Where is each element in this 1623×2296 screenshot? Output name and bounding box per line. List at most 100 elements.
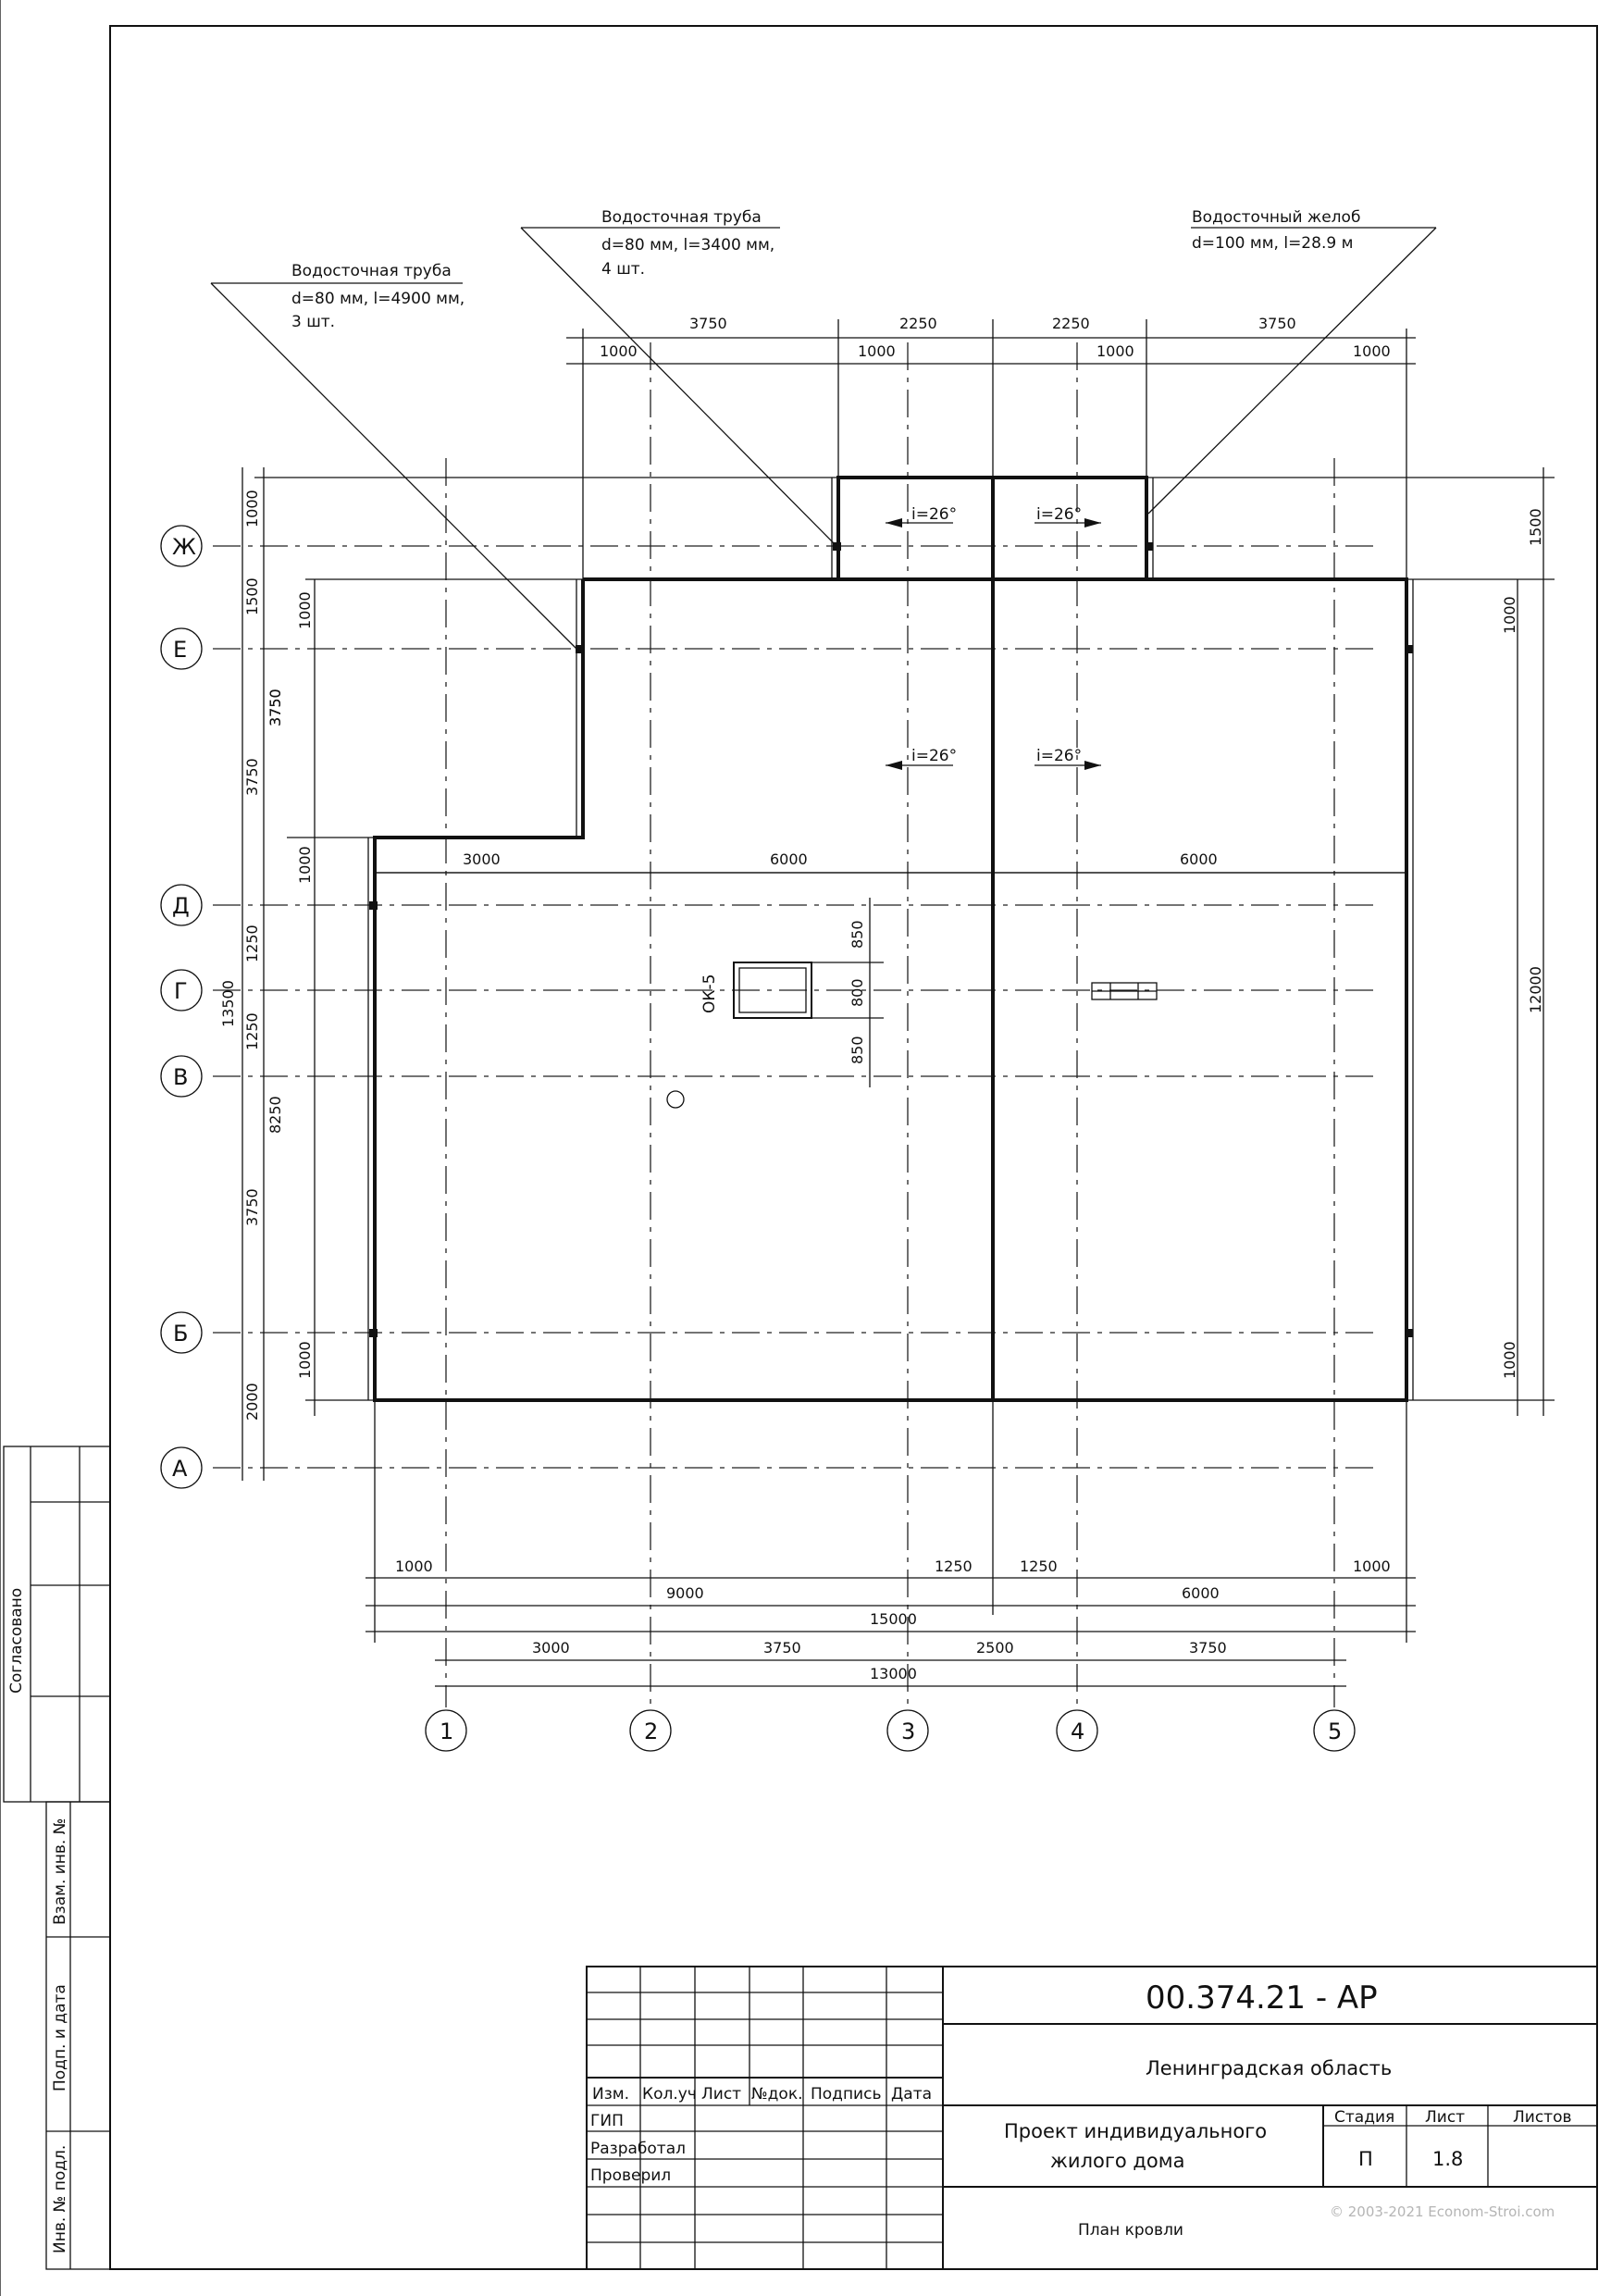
row-axis-zh: Ж: [172, 534, 196, 560]
slope-main-right: i=26°: [1036, 747, 1082, 765]
callout-leaders: [210, 227, 1437, 650]
tb-sheet: 1.8: [1432, 2148, 1463, 2170]
dim-top2-3: 1000: [1353, 342, 1391, 360]
tb-sheet-label: Лист: [1425, 2108, 1465, 2127]
slope-upper-left: i=26°: [911, 505, 957, 524]
dim-bottom1-1: 1250: [935, 1558, 973, 1575]
side-label-vzam: Взам. инв. №: [51, 1818, 69, 1925]
row-axis-g: Г: [174, 978, 188, 1004]
dim-bottom-axes-total: 13000: [870, 1665, 917, 1682]
tb-header-koluch: Кол.уч: [642, 2085, 697, 2104]
dim-right-0: 1500: [1527, 508, 1544, 546]
dim-top1-0: 3750: [689, 315, 727, 332]
dim-left-inner-3: 8250: [266, 1096, 284, 1134]
tb-project-line2: жилого дома: [1050, 2150, 1184, 2172]
slope-upper-right: i=26°: [1036, 505, 1082, 524]
row-axis-d: Д: [172, 893, 190, 919]
tb-header-podpis: Подпись: [811, 2085, 881, 2104]
side-label-soglasovano: Согласовано: [7, 1588, 26, 1694]
tb-sheets-label: Листов: [1513, 2108, 1572, 2127]
slope-arrows: [886, 518, 1101, 770]
dim-top2-1: 1000: [858, 342, 896, 360]
tb-header-izm: Изм.: [592, 2085, 629, 2104]
row-axis-b: Б: [173, 1321, 188, 1347]
dim-left-0: 1000: [243, 490, 261, 527]
dim-top2-0: 1000: [600, 342, 638, 360]
col-axis-4: 4: [1071, 1719, 1084, 1744]
dim-left-total: 13500: [219, 980, 237, 1027]
dim-top1-1: 2250: [899, 315, 937, 332]
dim-left-7: 2000: [243, 1383, 261, 1421]
note-gutter-line1: d=100 мм, l=28.9 м: [1192, 234, 1353, 253]
dim-left-1: 1500: [243, 577, 261, 615]
dim-right-3: 1000: [1501, 1341, 1518, 1379]
note-pipe-mid-line1: d=80 мм, l=3400 мм,: [601, 236, 774, 254]
dim-left-2: 3750: [243, 758, 261, 796]
dim-bottom2-0: 9000: [666, 1584, 704, 1602]
tb-stage: П: [1358, 2148, 1373, 2170]
grid-axes: [213, 342, 1379, 1707]
note-gutter-title: Водосточный желоб: [1192, 208, 1360, 227]
note-pipe-left-line1: d=80 мм, l=4900 мм,: [291, 290, 465, 308]
row-axis-v: В: [173, 1064, 188, 1090]
col-axis-3: 3: [901, 1719, 915, 1744]
dim-right-2: 12000: [1527, 966, 1544, 1013]
dim-window-0: 850: [849, 920, 866, 949]
roof-outline: [367, 476, 1414, 1402]
dim-window-1: 800: [849, 978, 866, 1007]
note-pipe-left-line2: 3 шт.: [291, 313, 335, 331]
tb-stage-label: Стадия: [1334, 2108, 1394, 2127]
slope-main-left: i=26°: [911, 747, 957, 765]
tb-header-ndok: №док.: [751, 2085, 803, 2104]
side-label-podp: Подп. и дата: [51, 1984, 69, 2091]
dim-bottom2-1: 6000: [1182, 1584, 1220, 1602]
tb-sheet-title: План кровли: [1078, 2221, 1183, 2240]
chimney-symbol: [1091, 982, 1158, 1000]
tb-code: 00.374.21 - АР: [1146, 1980, 1378, 2017]
dim-left-3: 3750: [266, 689, 284, 726]
dim-bottom-axes-2: 2500: [976, 1639, 1014, 1657]
dim-bottom1-2: 1250: [1020, 1558, 1058, 1575]
tb-header-data: Дата: [891, 2085, 932, 2104]
dim-top2-2: 1000: [1096, 342, 1134, 360]
dim-bottom-axes-0: 3000: [532, 1639, 570, 1657]
dim-top1-2: 2250: [1052, 315, 1090, 332]
dim-left-inner-0: 1000: [296, 591, 314, 629]
tb-watermark: © 2003-2021 Econom-Stroi.com: [1330, 2203, 1555, 2220]
note-pipe-left-title: Водосточная труба: [291, 262, 452, 280]
dim-left-5: 1250: [243, 1012, 261, 1050]
dim-right-1: 1000: [1501, 596, 1518, 634]
row-axis-e: Е: [173, 637, 187, 663]
dim-bottom-axes-3: 3750: [1189, 1639, 1227, 1657]
dim-left-inner-2: 1000: [296, 846, 314, 884]
note-pipe-mid-line2: 4 шт.: [601, 260, 645, 279]
side-label-inv: Инв. № подл.: [51, 2145, 69, 2253]
row-axis-a: А: [172, 1456, 188, 1482]
roof-window: [733, 962, 812, 1019]
dim-top1-3: 3750: [1258, 315, 1296, 332]
tb-role-gip: ГИП: [590, 2112, 624, 2130]
tb-role-proveril: Проверил: [590, 2166, 671, 2185]
dim-left-inner-4: 1000: [296, 1341, 314, 1379]
dim-bottom1-0: 1000: [395, 1558, 433, 1575]
tb-region: Ленинградская область: [1146, 2057, 1392, 2079]
dim-bottom-axes-1: 3750: [763, 1639, 801, 1657]
col-axis-5: 5: [1328, 1719, 1342, 1744]
col-axis-bubbles: [425, 1709, 1356, 1752]
dim-left-4: 1250: [243, 925, 261, 962]
dim-bottom-total: 15000: [870, 1610, 917, 1628]
dim-span-0: 3000: [463, 850, 501, 868]
dim-span-2: 6000: [1180, 850, 1218, 868]
dim-window-2: 850: [849, 1036, 866, 1064]
col-axis-1: 1: [440, 1719, 453, 1744]
note-pipe-mid-title: Водосточная труба: [601, 208, 762, 227]
tb-project-line1: Проект индивидуального: [1004, 2120, 1267, 2142]
dim-bottom1-3: 1000: [1353, 1558, 1391, 1575]
dim-span-1: 6000: [770, 850, 808, 868]
row-axis-bubbles: [160, 525, 203, 1489]
vent-pipe: [666, 1090, 685, 1109]
dim-left-inner-1: 3750: [266, 689, 284, 726]
tb-role-razrabotal: Разработал: [590, 2140, 686, 2158]
window-label: ОК-5: [700, 974, 719, 1013]
